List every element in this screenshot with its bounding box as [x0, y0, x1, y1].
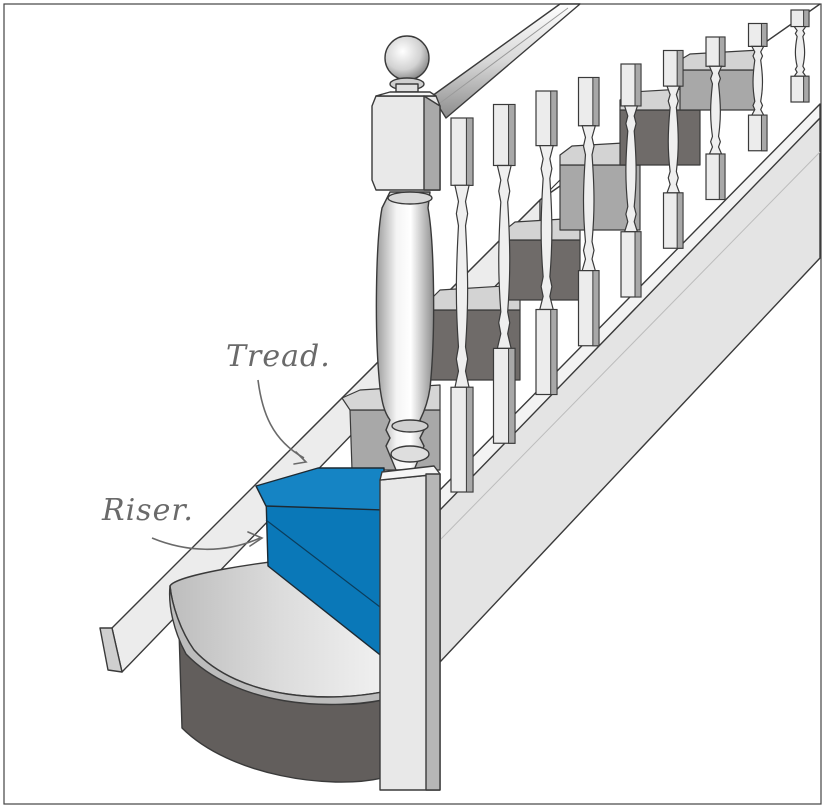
tread-label: Tread.: [226, 339, 331, 374]
baluster: [620, 63, 642, 298]
outer-stringer: [439, 103, 821, 663]
baluster: [450, 117, 474, 493]
baluster: [492, 103, 516, 444]
baluster: [747, 22, 768, 152]
baluster: [535, 90, 558, 396]
baluster: [705, 36, 726, 201]
baluster: [790, 9, 810, 103]
riser-label: Riser.: [101, 493, 194, 528]
tread-pointer-arrow: [257, 379, 305, 459]
tread-annotation: Tread.: [226, 339, 331, 465]
riser-annotation: Riser.: [101, 493, 264, 551]
handrail: [431, 3, 581, 119]
baluster: [662, 49, 684, 249]
riser-pointer-arrow: [151, 537, 261, 551]
balusters: [450, 9, 810, 493]
baluster: [577, 76, 600, 347]
newel-post: [371, 35, 441, 791]
highlighted-step: [255, 467, 385, 659]
newel-cap-ball: [384, 35, 430, 81]
